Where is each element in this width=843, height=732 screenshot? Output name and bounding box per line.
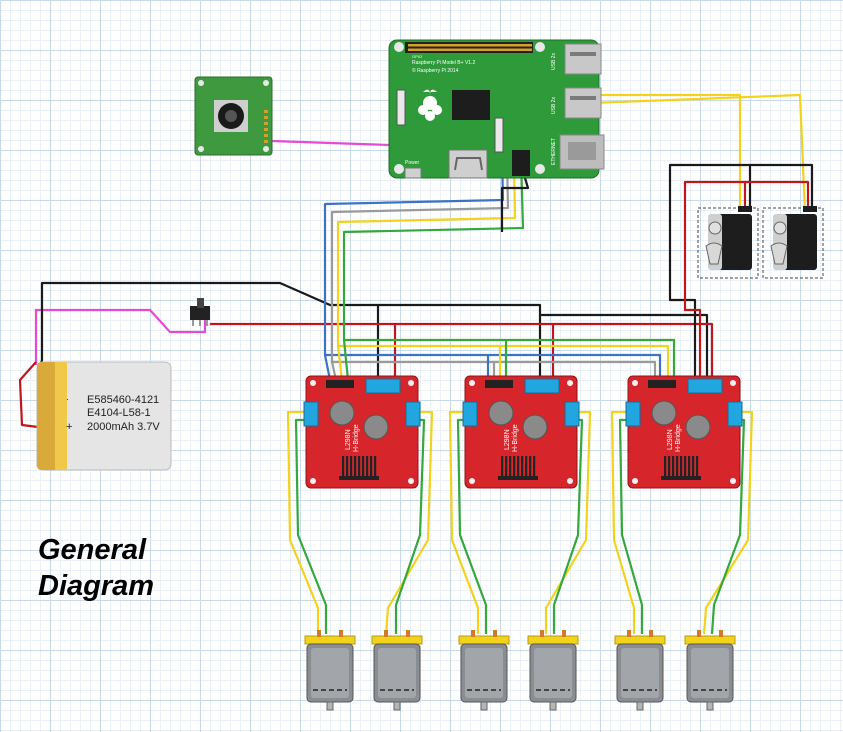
wires xyxy=(18,59,814,635)
servos xyxy=(697,206,824,279)
battery-line3: 2000mAh 3.7V xyxy=(87,421,160,433)
raspberry-pi: Raspberry Pi Model B+ V1.2 © Raspberry P… xyxy=(388,39,605,179)
pi-copyright-text: © Raspberry Pi 2014 xyxy=(412,67,459,74)
hb1-green xyxy=(342,339,350,381)
servo-red-wire xyxy=(683,180,747,380)
servo-1 xyxy=(697,206,759,279)
motor-wires xyxy=(286,410,754,635)
gpio-pins xyxy=(408,44,532,51)
gpio-green-wire xyxy=(342,59,676,380)
dc-motor-2 xyxy=(371,630,423,711)
power-red-main xyxy=(395,322,714,380)
gpio-yellow-wire xyxy=(336,59,670,380)
heatsink xyxy=(498,456,538,480)
gpio-gray-wire xyxy=(330,59,657,380)
heatsink xyxy=(661,456,701,480)
motors xyxy=(304,630,736,711)
servo-black-wire xyxy=(668,163,752,380)
h-bridge-label: H-Bridge xyxy=(675,424,682,452)
dc-motor-1 xyxy=(304,630,356,711)
camera-module xyxy=(194,76,273,156)
gpio-header xyxy=(405,42,533,53)
pi-gpio-label: GPIO xyxy=(412,54,422,59)
battery-minus-symbol: · xyxy=(66,394,69,404)
pi-power-label: Power xyxy=(405,160,420,166)
power-switch xyxy=(190,298,210,326)
heatsink xyxy=(339,456,379,480)
pi-ethernet-label: ETHERNET xyxy=(551,138,557,165)
power-port xyxy=(404,167,422,179)
usb-port-2 xyxy=(564,87,602,119)
dc-motor-5 xyxy=(614,630,666,711)
dc-motor-4 xyxy=(527,630,579,711)
battery-red-wire xyxy=(18,361,39,429)
diagram-title: General Diagram xyxy=(38,532,154,604)
pi-usb-label-1: USB 2x xyxy=(551,53,557,70)
servo-black-wire-2 xyxy=(750,163,814,212)
battery-plus-symbol: + xyxy=(66,421,72,433)
dc-motor-6 xyxy=(684,630,736,711)
servo-red-wire-2 xyxy=(745,180,810,212)
h-bridge-label: H-Bridge xyxy=(353,424,360,452)
title-line1: General xyxy=(38,534,146,566)
servo-2 xyxy=(762,206,824,279)
l298n-label: L298N xyxy=(504,429,511,450)
l298n-label: L298N xyxy=(667,429,674,450)
battery-black-wire xyxy=(36,281,709,380)
dc-motor-3 xyxy=(458,630,510,711)
battery-switch-wire xyxy=(34,308,207,365)
battery-line2: E4104-L58-1 xyxy=(87,407,151,419)
pi-usb-label-2: USB 2x xyxy=(551,97,557,114)
usb-port-1 xyxy=(564,43,602,75)
pi-model-text: Raspberry Pi Model B+ V1.2 xyxy=(412,60,475,66)
h-bridge-label: H-Bridge xyxy=(512,424,519,452)
battery: E585460-4121 E4104-L58-1 + 2000mAh 3.7V … xyxy=(36,361,172,471)
soc-chip xyxy=(452,90,490,120)
battery-line1: E585460-4121 xyxy=(87,394,159,406)
raspberry-logo-icon xyxy=(418,89,442,121)
hb1-yellow xyxy=(336,345,344,381)
switch-red-wire xyxy=(210,322,397,378)
title-line2: Diagram xyxy=(38,570,155,602)
l298n-label: L298N xyxy=(345,429,352,450)
